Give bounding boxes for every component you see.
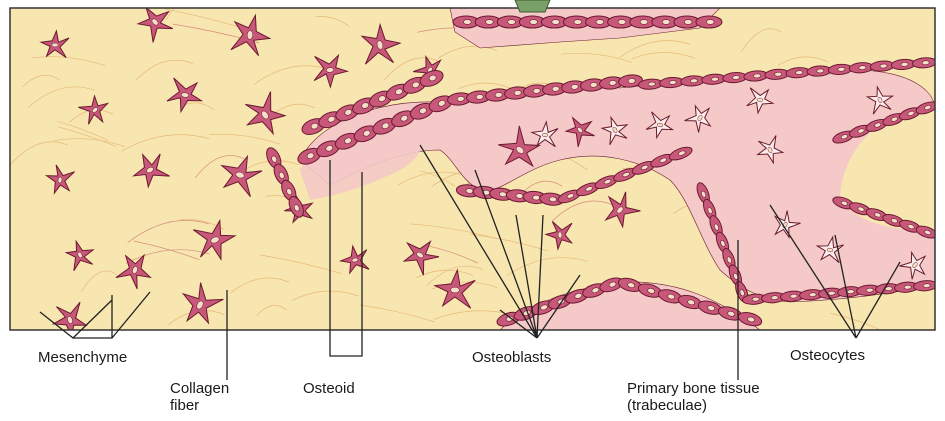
label-primary-bone-tissue-line1: Primary bone tissue bbox=[627, 381, 760, 397]
label-collagen-fiber-line2: fiber bbox=[170, 398, 199, 414]
osteoblast bbox=[696, 16, 722, 28]
label-collagen-fiber-line1: Collagen bbox=[170, 381, 229, 397]
label-osteocytes: Osteocytes bbox=[790, 348, 865, 364]
label-osteoblasts: Osteoblasts bbox=[472, 350, 551, 366]
label-osteoid: Osteoid bbox=[303, 381, 355, 397]
green-arrow-tab-icon bbox=[515, 0, 550, 12]
label-mesenchyme: Mesenchyme bbox=[38, 350, 127, 366]
label-primary-bone-tissue-line2: (trabeculae) bbox=[627, 398, 707, 414]
